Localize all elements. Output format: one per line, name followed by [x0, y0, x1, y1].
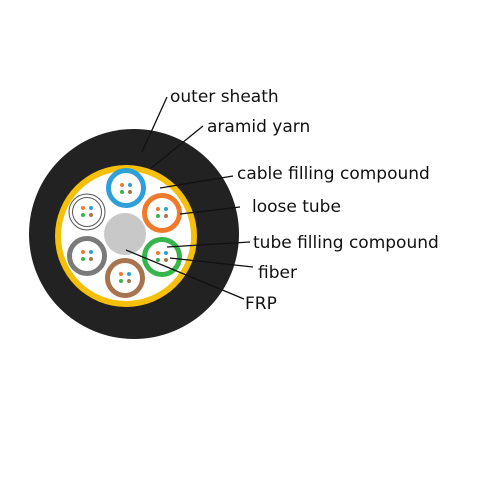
loose-tube-brown [105, 258, 145, 298]
loose-tube-orange [142, 193, 182, 233]
loose-tube-gray [67, 236, 107, 276]
loose-tube-green [142, 237, 182, 277]
leader-tube-filling-compound [166, 241, 251, 248]
label-fiber: fiber [258, 263, 297, 283]
label-loose-tube: loose tube [252, 197, 341, 217]
loose-tube-blue [106, 168, 146, 208]
leader-frp [125, 249, 245, 300]
label-outer-sheath: outer sheath [170, 87, 279, 107]
leader-outer-sheath [141, 96, 168, 153]
leader-fiber [169, 257, 254, 268]
frp-central-member [104, 213, 146, 255]
label-cable-filling-compound: cable filling compound [237, 164, 430, 184]
label-aramid-yarn: aramid yarn [207, 117, 311, 137]
label-frp: FRP [245, 294, 277, 314]
label-tube-filling-compound: tube filling compound [253, 233, 439, 253]
leader-cable-filling-compound [159, 175, 234, 189]
leader-aramid-yarn [149, 125, 204, 170]
loose-tube-white [68, 193, 106, 231]
leader-loose-tube [179, 206, 241, 215]
